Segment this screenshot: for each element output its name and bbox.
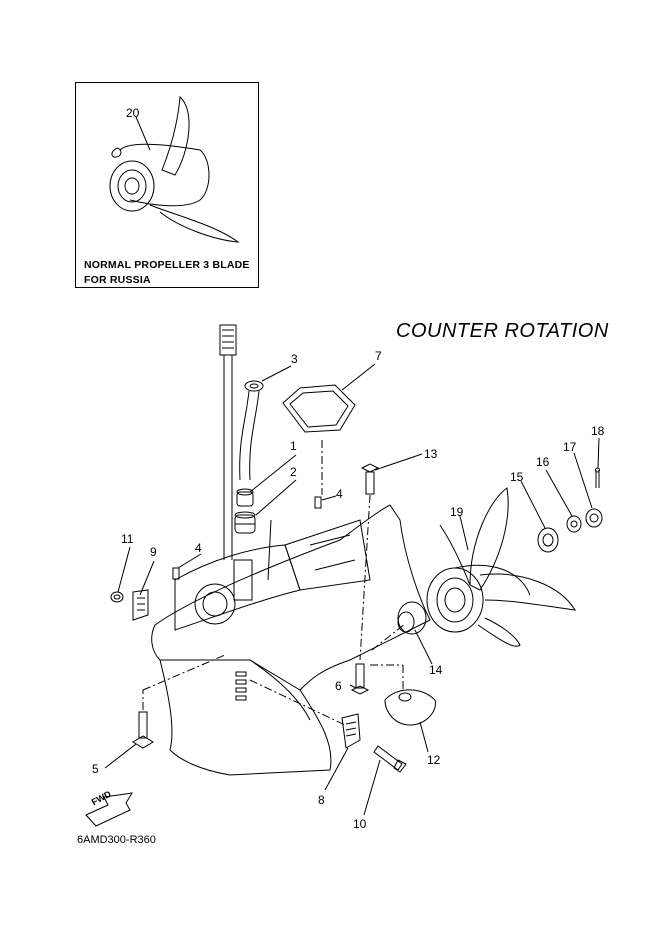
- callout-17: 17: [563, 440, 577, 454]
- callout-4b: 4: [336, 487, 343, 501]
- diagram-code: 6AMD300-R360: [77, 834, 156, 846]
- inset-caption-line1: NORMAL PROPELLER 3 BLADE: [84, 259, 250, 271]
- inset-frame: [75, 82, 259, 288]
- inset-caption: NORMAL PROPELLER 3 BLADE FOR RUSSIA: [84, 258, 250, 288]
- callout-16: 16: [536, 455, 550, 469]
- diagram-title: COUNTER ROTATION: [396, 320, 609, 342]
- lower-case: [151, 504, 431, 776]
- dowel-pin: [314, 496, 322, 509]
- alignment-lines: [142, 440, 406, 726]
- callout-4a: 4: [195, 541, 202, 555]
- inset-callout-20: 20: [126, 106, 140, 120]
- callout-11: 11: [121, 532, 134, 546]
- callout-14: 14: [429, 663, 443, 677]
- callout-9: 9: [150, 545, 157, 559]
- callout-6: 6: [335, 679, 342, 693]
- dowel-pin: [172, 567, 180, 580]
- prop-nut: [585, 508, 603, 528]
- bolt-5: [132, 711, 154, 749]
- leader-lines: [104, 363, 600, 816]
- anode-plate: [341, 713, 361, 749]
- bolt-10: [373, 745, 407, 773]
- cotter-pin: [595, 467, 600, 488]
- callout-7: 7: [375, 349, 382, 363]
- grommet: [236, 488, 254, 507]
- callout-2: 2: [290, 465, 297, 479]
- propeller: [426, 487, 576, 647]
- nut: [110, 591, 124, 603]
- drive-shaft: [219, 324, 237, 560]
- thrust-washer: [537, 527, 559, 553]
- callout-15: 15: [510, 470, 524, 484]
- callout-13: 13: [424, 447, 438, 461]
- gasket: [282, 384, 356, 433]
- plate: [132, 589, 149, 621]
- fwd-arrow: [85, 792, 133, 827]
- callout-5: 5: [92, 762, 99, 776]
- spacer: [397, 601, 427, 635]
- callout-1: 1: [290, 439, 297, 453]
- callout-8: 8: [318, 793, 325, 807]
- callout-labels: 1 2 3 4 4 5 6 7 8 9 10 11 12 13 14 15 16…: [92, 349, 605, 831]
- inset-propeller: [109, 95, 240, 243]
- inset-caption-line2: FOR RUSSIA: [84, 274, 151, 286]
- water-tube: [239, 380, 264, 481]
- washer: [566, 515, 582, 533]
- callout-19: 19: [450, 505, 464, 519]
- callout-18: 18: [591, 424, 605, 438]
- callout-3: 3: [291, 352, 298, 366]
- bolt-13: [360, 463, 380, 495]
- callout-12: 12: [427, 753, 441, 767]
- bolt-6: [350, 663, 370, 695]
- callout-10: 10: [353, 817, 367, 831]
- anode: [384, 689, 436, 726]
- seal: [234, 511, 256, 534]
